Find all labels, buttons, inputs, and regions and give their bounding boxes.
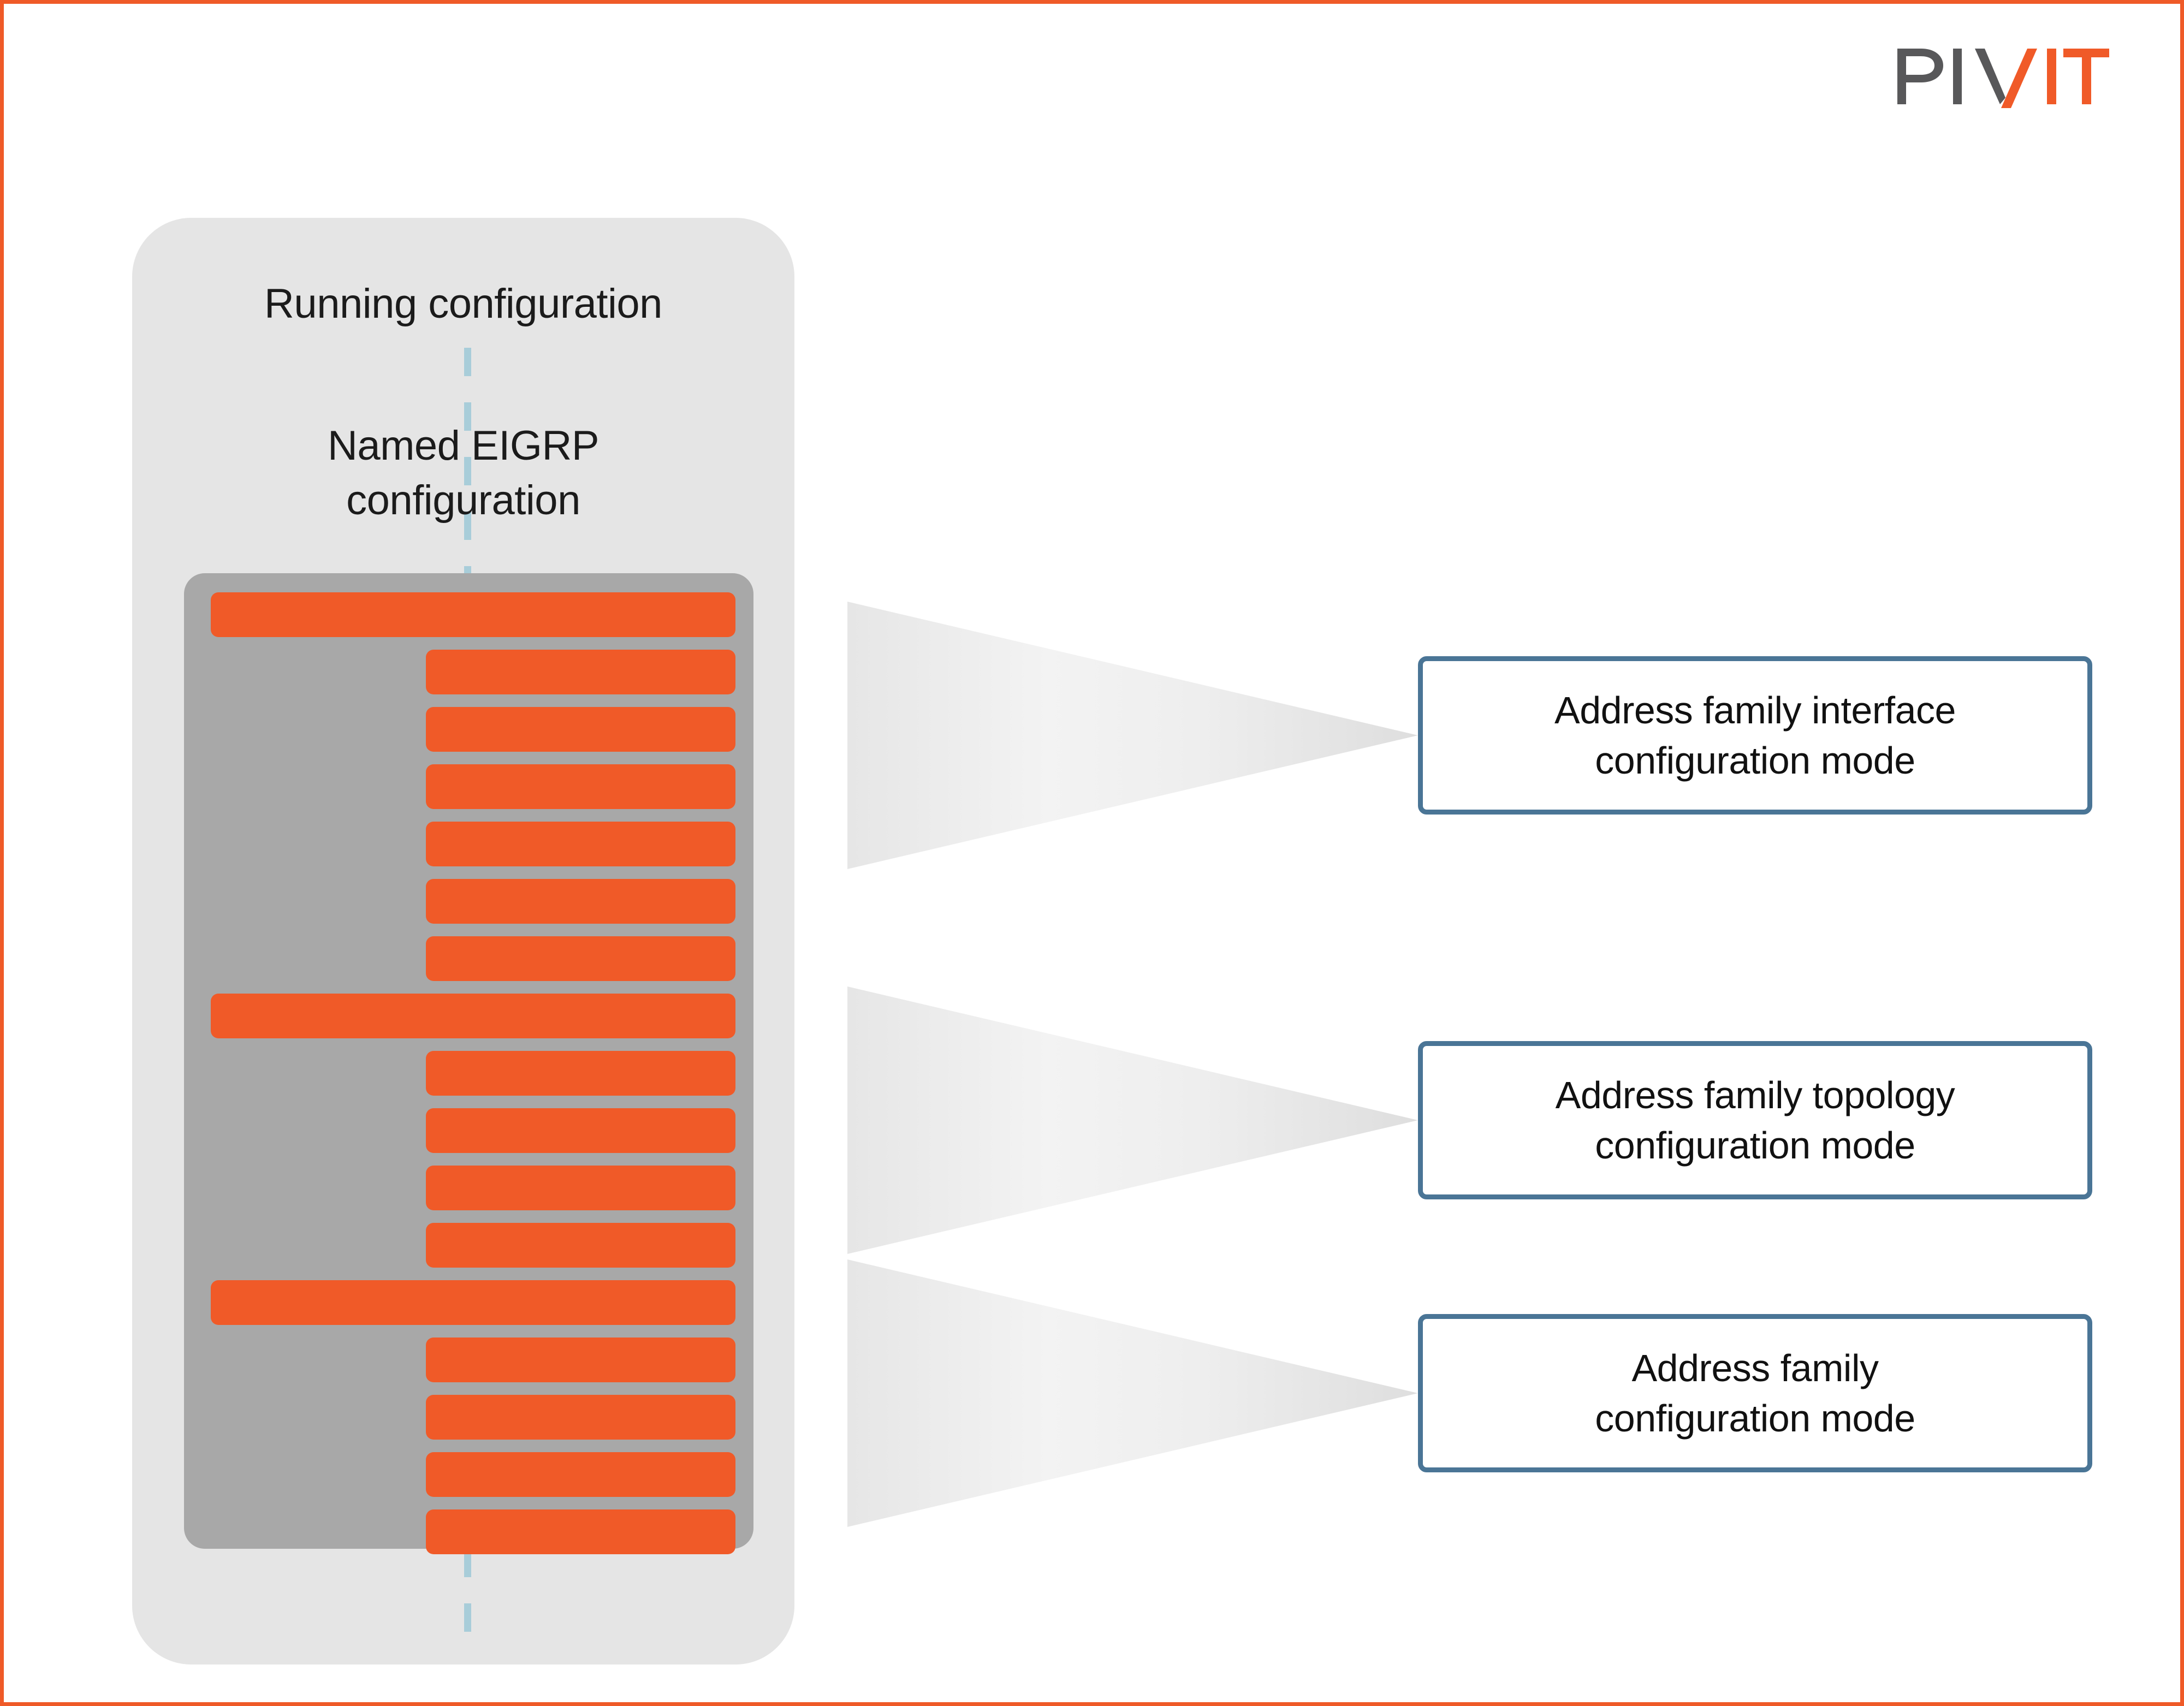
callout-box-address-family-topology: Address family topology configuration mo… (1418, 1041, 2092, 1199)
callout-text-line-1: Address family (1631, 1347, 1879, 1389)
config-line-bar (426, 1452, 735, 1497)
callout-text: Address family interface configuration m… (1533, 685, 1978, 786)
named-eigrp-title-line-1: Named EIGRP (327, 423, 600, 469)
config-line-bar (426, 650, 735, 694)
callout-arrow-icon (847, 602, 1418, 869)
config-line-bar (211, 994, 735, 1038)
config-line-bar (426, 936, 735, 981)
config-line-bar (426, 879, 735, 924)
named-eigrp-configuration-title: Named EIGRP configuration (132, 419, 794, 528)
config-line-bar (211, 1280, 735, 1325)
config-line-bar (426, 822, 735, 866)
config-line-bar (426, 1108, 735, 1153)
callout-text: Address family topology configuration mo… (1534, 1070, 1977, 1170)
pivit-logo (1893, 41, 2111, 125)
config-line-bar (426, 1051, 735, 1096)
callout-text-line-1: Address family topology (1555, 1074, 1955, 1116)
callout-box-address-family-interface: Address family interface configuration m… (1418, 656, 2092, 815)
callout-text: Address family configuration mode (1573, 1343, 1937, 1443)
config-line-bar (426, 764, 735, 809)
callout-arrow-icon (847, 986, 1418, 1254)
callout-text-line-2: configuration mode (1595, 1124, 1915, 1167)
config-line-bar (426, 1223, 735, 1268)
config-line-bar (211, 592, 735, 637)
callout-text-line-2: configuration mode (1595, 739, 1915, 782)
callout-address-family: Address family configuration mode (847, 1259, 2092, 1527)
callout-text-line-1: Address family interface (1554, 689, 1956, 732)
config-line-bar (426, 707, 735, 752)
named-eigrp-title-line-2: configuration (346, 477, 580, 524)
config-line-bar (426, 1338, 735, 1382)
running-configuration-title: Running configuration (264, 281, 662, 327)
callout-address-family-interface: Address family interface configuration m… (847, 602, 2092, 869)
config-line-bar (426, 1509, 735, 1554)
config-line-bar (426, 1166, 735, 1210)
config-line-bar (426, 1395, 735, 1440)
callout-address-family-topology: Address family topology configuration mo… (847, 986, 2092, 1254)
callout-arrow-icon (847, 1259, 1418, 1527)
callout-box-address-family: Address family configuration mode (1418, 1314, 2092, 1472)
callout-text-line-2: configuration mode (1595, 1397, 1915, 1440)
